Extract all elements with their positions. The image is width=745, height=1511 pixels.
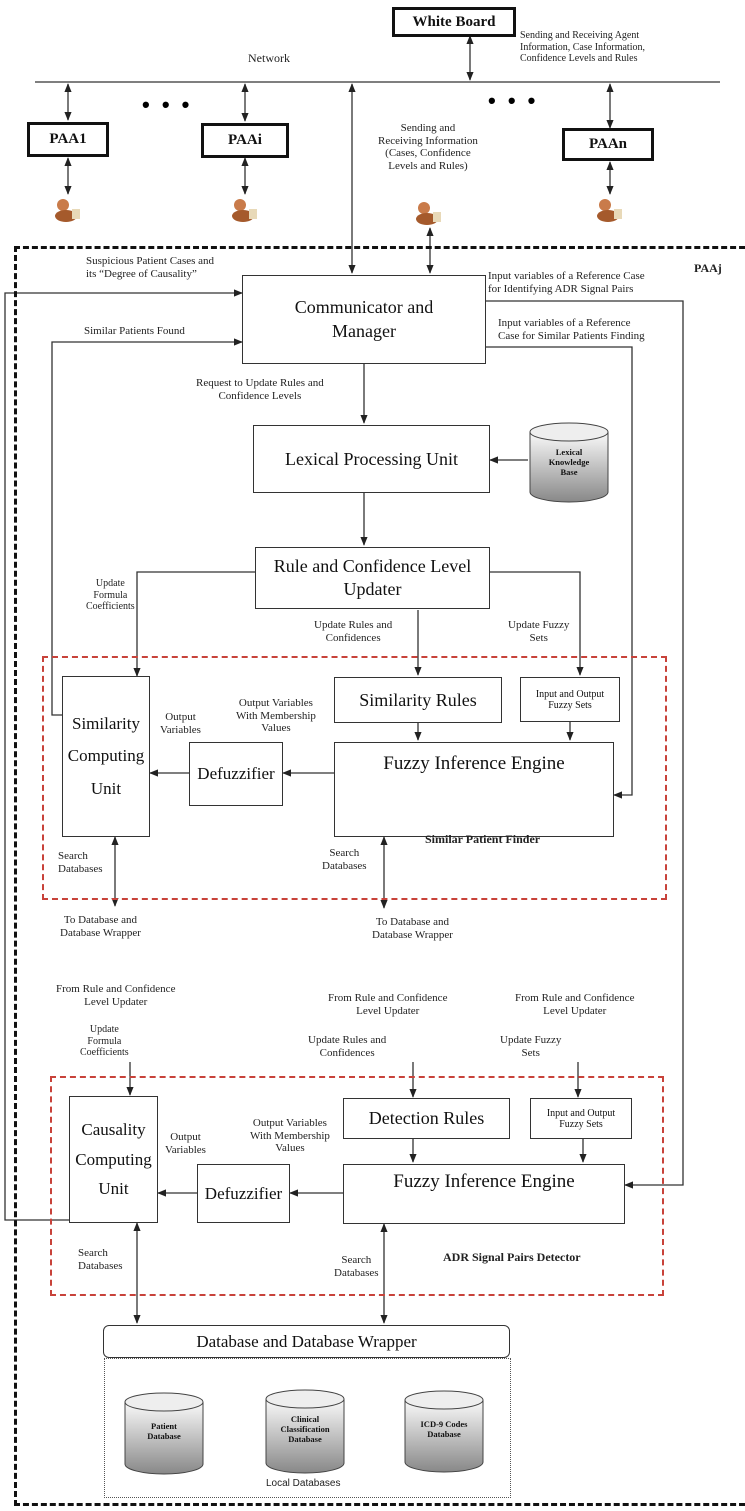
- adr-fuzzy-inference-engine-box: Fuzzy Inference Engine: [343, 1164, 625, 1224]
- adr-defuzzifier-box: Defuzzifier: [197, 1164, 290, 1223]
- spf-defuzzifier-box: Defuzzifier: [189, 742, 283, 806]
- user-icon: [232, 199, 257, 222]
- agent-paan-box: PAAn: [562, 128, 654, 161]
- ellipsis-right: • • •: [488, 88, 539, 113]
- input-similar-label: Input variables of a Reference Case for …: [498, 317, 645, 342]
- send-receive-label: Sending and Receiving Information (Cases…: [378, 122, 478, 172]
- similarity-rules-box: Similarity Rules: [334, 677, 502, 723]
- database-wrapper-box: Database and Database Wrapper: [103, 1325, 510, 1358]
- similar-found-label: Similar Patients Found: [84, 325, 185, 337]
- adr-detector-frame: [50, 1076, 664, 1296]
- user-icon: [416, 202, 441, 225]
- local-databases-frame: [104, 1358, 511, 1498]
- adr-title: ADR Signal Pairs Detector: [443, 1250, 581, 1264]
- request-update-label: Request to Update Rules and Confidence L…: [196, 377, 324, 402]
- spf-title: Similar Patient Finder: [425, 832, 541, 846]
- white-board-box: White Board: [392, 7, 516, 37]
- lexical-processing-box: Lexical Processing Unit: [253, 425, 490, 493]
- input-adr-label: Input variables of a Reference Case for …: [488, 270, 645, 295]
- user-icon: [55, 199, 80, 222]
- ellipsis-left: • • •: [142, 92, 193, 117]
- similar-patient-finder-frame: [42, 656, 667, 900]
- spf-fuzzy-inference-engine-box: Fuzzy Inference Engine: [334, 742, 614, 837]
- local-databases-label: Local Databases: [266, 1478, 341, 1489]
- white-board-note: Sending and Receiving Agent Information,…: [520, 30, 645, 64]
- agent-paa1-box: PAA1: [27, 122, 109, 157]
- suspicious-cases-label: Suspicious Patient Cases and its “Degree…: [86, 255, 215, 280]
- paaj-frame: [14, 246, 745, 1506]
- network-label: Network: [248, 51, 290, 65]
- detection-rules-box: Detection Rules: [343, 1098, 510, 1139]
- user-icon: [597, 199, 622, 222]
- agent-paai-box: PAAi: [201, 123, 289, 158]
- paaj-label: PAAj: [694, 261, 722, 275]
